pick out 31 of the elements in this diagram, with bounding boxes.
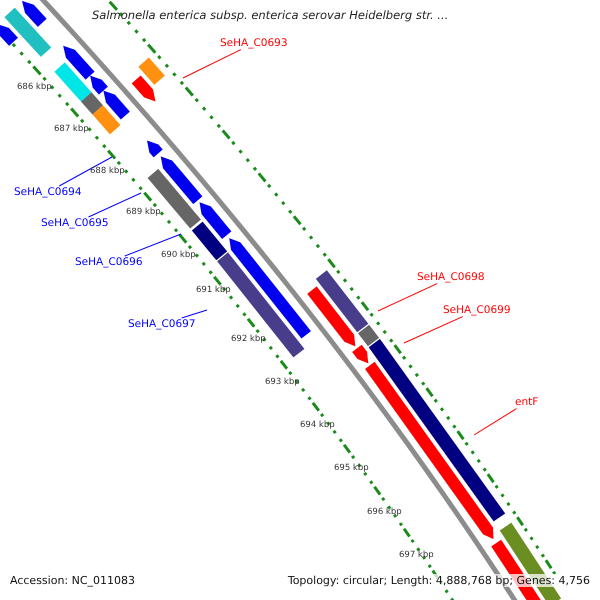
tick-label: 697 kbp	[399, 550, 434, 560]
tick-label: 692 kbp	[231, 334, 266, 344]
gene-label: SeHA_C0698	[417, 271, 485, 284]
tick-label: 689 kbp	[126, 207, 161, 218]
tick-label: 696 kbp	[367, 507, 402, 518]
leader-line	[88, 192, 142, 218]
gene-label: SeHA_C0696	[75, 256, 143, 269]
leader-line	[124, 234, 182, 256]
leader-line	[474, 408, 517, 436]
tick-label: 693 kbp	[265, 377, 300, 388]
tick-label: 687 kbp	[54, 124, 89, 134]
tick-label: 690 kbp	[161, 250, 196, 260]
tick-label: 686 kbp	[17, 82, 52, 92]
tick-label: 695 kbp	[334, 463, 369, 474]
gene-label: SeHA_C0695	[41, 217, 109, 230]
map-title: Salmonella enterica subsp. enterica serovar Heidelberg str. ...	[92, 9, 448, 23]
leader-line	[182, 49, 242, 78]
leader-line	[58, 156, 112, 186]
gene-label: SeHA_C0699	[443, 304, 511, 317]
footer-text: Topology: circular; Length: 4,888,768 bp; Genes: 4,756	[288, 574, 590, 588]
footer-text: Accession: NC_011083	[10, 574, 136, 588]
gene-label: SeHA_C0697	[128, 318, 196, 331]
tick-label: 691 kbp	[196, 285, 231, 296]
tick-label: 688 kbp	[90, 166, 125, 176]
gene-label: SeHA_C0693	[220, 37, 288, 50]
leader-line	[181, 310, 208, 318]
gene-label: entF	[515, 396, 538, 409]
tick-label: 694 kbp	[300, 420, 335, 430]
leader-line	[404, 316, 464, 344]
gene-label: SeHA_C0694	[14, 186, 82, 199]
leader-line	[378, 283, 438, 312]
